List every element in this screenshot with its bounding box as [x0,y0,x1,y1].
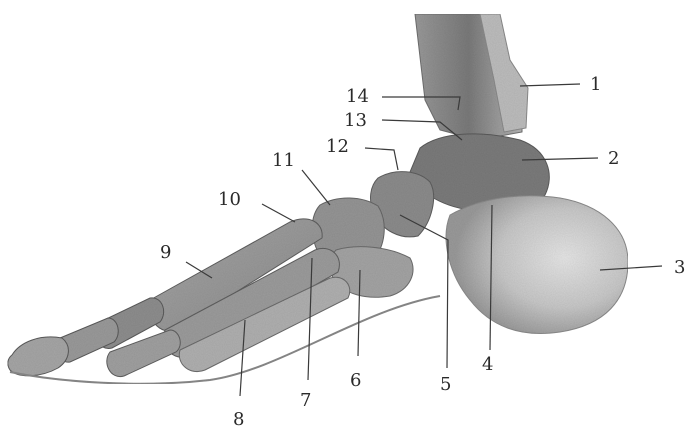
label-6: 6 [350,370,361,391]
foot-bones [8,14,628,384]
leader-line-5 [400,215,448,368]
label-14: 14 [346,86,369,107]
calcaneus-shape [446,196,628,334]
leader-line-12 [365,148,398,170]
label-5: 5 [440,374,451,395]
label-10: 10 [218,189,241,210]
label-3: 3 [674,257,685,278]
label-9: 9 [160,242,171,263]
label-8: 8 [233,409,244,430]
label-13: 13 [344,110,367,131]
label-2: 2 [608,148,619,169]
leader-line-11 [302,170,330,205]
leader-line-1 [520,84,580,86]
leader-line-10 [262,204,295,222]
label-12: 12 [326,136,349,157]
phalanx-shape [8,337,69,376]
label-4: 4 [482,354,493,375]
label-7: 7 [300,390,311,411]
label-11: 11 [272,150,295,171]
label-1: 1 [590,74,601,95]
